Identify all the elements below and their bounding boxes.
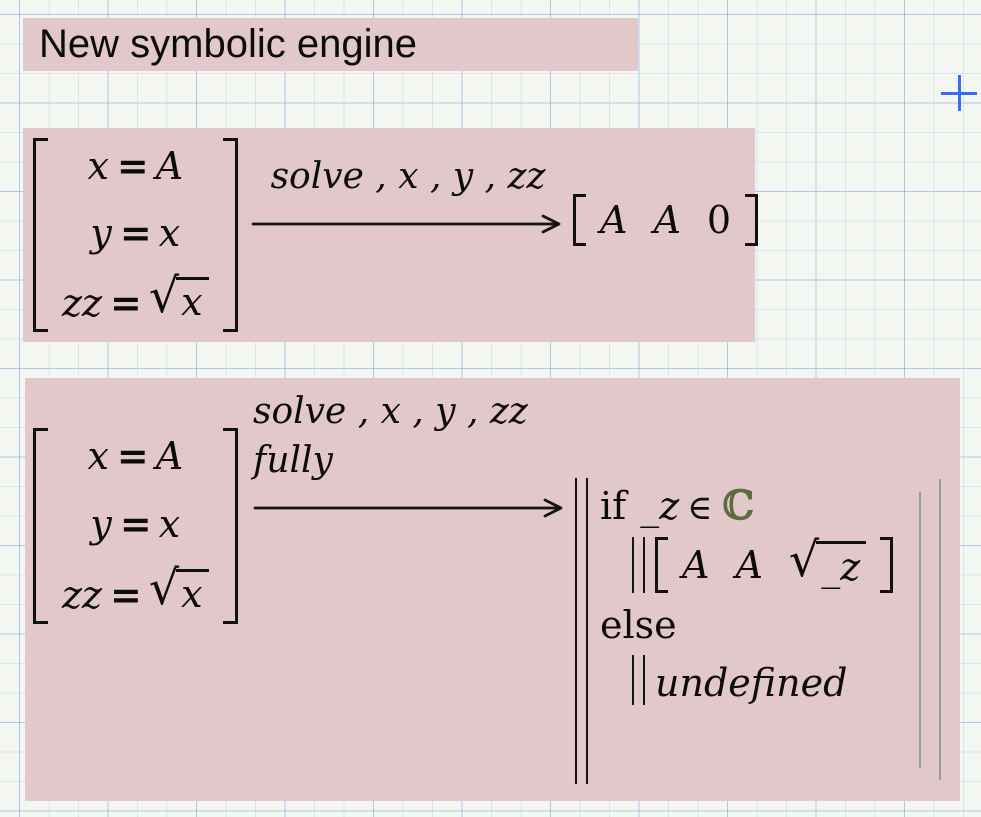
- condition-variable: _z: [640, 484, 680, 528]
- else-result-value: undefined: [655, 661, 848, 705]
- vector-item: A: [735, 543, 763, 587]
- vector-item: A: [600, 198, 628, 242]
- vector-close-bracket: [745, 194, 759, 246]
- else-keyword: else: [600, 603, 677, 647]
- matrix-open-bracket: [33, 428, 48, 624]
- if-condition-line: if _z∈ℂ: [600, 478, 893, 529]
- matrix-close-bracket: [222, 428, 238, 624]
- vector-open-bracket: [573, 194, 586, 246]
- right-arrow-icon: [253, 498, 563, 518]
- solve-result-vector[interactable]: A A 0: [573, 194, 759, 250]
- equation-system-matrix[interactable]: x=A y=x zz=√x: [33, 138, 238, 332]
- solve-arrow-label-line1: solve , x , y , zz: [253, 391, 528, 432]
- math-region-solve[interactable]: x=A y=x zz=√x solve , x , y , zz A A 0: [23, 128, 759, 342]
- collapsed-region-bar: [939, 479, 941, 780]
- vector-open-bracket: [655, 537, 668, 593]
- element-of-icon: ∈: [687, 488, 713, 528]
- insertion-crosshair-cursor: [941, 75, 977, 111]
- solve-arrow-label: solve , x , y , zz: [270, 156, 546, 197]
- equation-row: zz=√x: [62, 273, 209, 326]
- equation-row: y=x: [90, 500, 181, 546]
- program-outer-double-bar: [575, 478, 588, 784]
- matrix-close-bracket: [222, 138, 238, 332]
- vector-item: A: [682, 543, 710, 587]
- vector-close-bracket: [880, 537, 894, 593]
- equation-system-matrix[interactable]: x=A y=x zz=√x: [33, 428, 238, 624]
- equation-row: x=A: [87, 143, 184, 188]
- solve-arrow-label-line2: fully: [253, 439, 333, 481]
- if-keyword: if: [600, 484, 627, 528]
- solve-arrow: solve , x , y , zz: [251, 154, 565, 237]
- piecewise-result-program[interactable]: if _z∈ℂ A A √_z else undefined: [575, 478, 894, 784]
- equation-row: y=x: [90, 209, 181, 255]
- vector-item: A: [653, 198, 681, 242]
- radical-sign-icon: √: [788, 533, 820, 588]
- then-branch: A A √_z: [632, 537, 894, 593]
- math-region-solve-fully[interactable]: x=A y=x zz=√x solve , x , y , zz fully i…: [25, 378, 960, 801]
- branch-double-bar: [632, 655, 645, 705]
- vector-item: 0: [706, 198, 732, 242]
- page-title: New symbolic engine: [39, 22, 417, 66]
- title-region[interactable]: New symbolic engine: [23, 18, 638, 71]
- matrix-open-bracket: [33, 138, 48, 332]
- right-arrow-icon: [251, 214, 561, 234]
- radical-sign-icon: √: [148, 561, 180, 617]
- equation-row: zz=√x: [62, 565, 209, 618]
- solve-fully-arrow: solve , x , y , zz fully: [253, 388, 567, 521]
- radical-sign-icon: √: [148, 269, 180, 325]
- branch-double-bar: [632, 537, 645, 593]
- else-branch: undefined: [632, 655, 893, 705]
- equation-row: x=A: [87, 433, 184, 478]
- complex-set-symbol: ℂ: [722, 482, 755, 529]
- collapsed-region-bar: [919, 492, 921, 768]
- vector-item-sqrt: √_z: [789, 537, 867, 589]
